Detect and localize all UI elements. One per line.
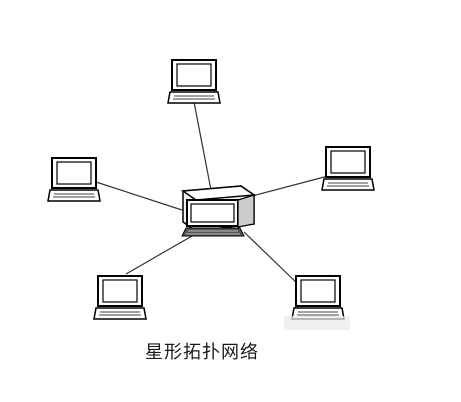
laptop-node-upper-left — [47, 157, 101, 202]
connection-lines — [95, 101, 329, 287]
laptop-node-upper-right — [321, 146, 375, 191]
link-lower-left — [125, 235, 193, 275]
laptop-node-lower-right — [291, 275, 345, 320]
link-top — [193, 101, 212, 191]
link-lower-right — [243, 231, 301, 287]
link-upper-left — [95, 181, 183, 211]
link-upper-right — [251, 175, 329, 197]
laptop-node-top — [167, 59, 221, 104]
laptop-node-lower-left — [93, 275, 147, 320]
diagram-caption: 星形拓扑网络 — [145, 342, 259, 363]
watermark-smudge — [284, 316, 350, 330]
hub-device — [180, 185, 257, 237]
